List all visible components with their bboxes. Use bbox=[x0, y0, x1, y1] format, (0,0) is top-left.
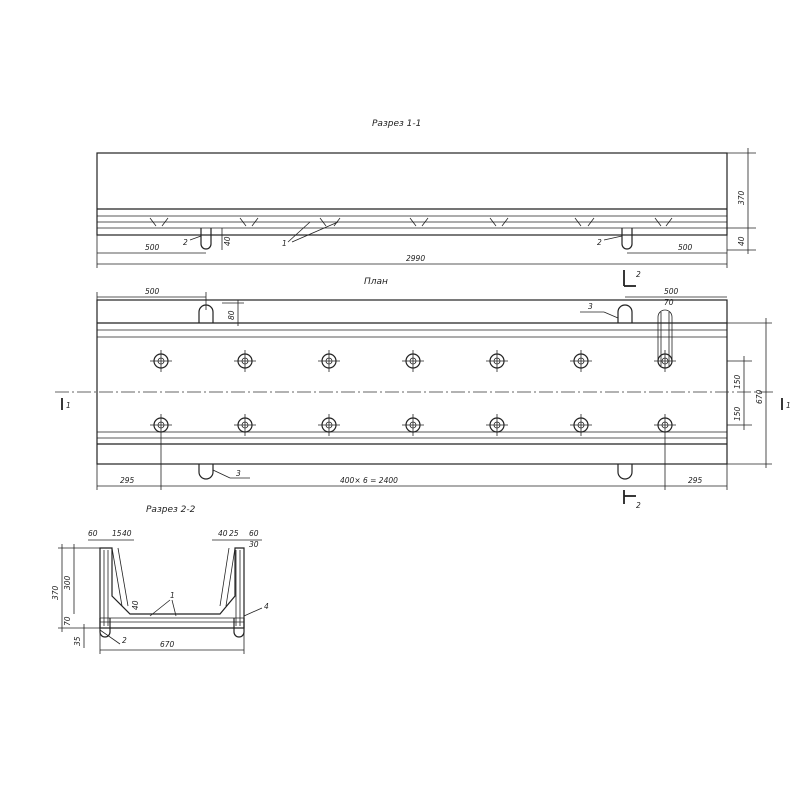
hole bbox=[402, 350, 424, 372]
s2-floor: 70 bbox=[63, 616, 72, 626]
plan-outline bbox=[96, 299, 728, 465]
s2-floor-bottom: 35 bbox=[73, 636, 82, 646]
plan-right-edge: 295 bbox=[688, 476, 703, 485]
holes-top-row bbox=[150, 350, 676, 372]
plan-leader-3-bottom: 3 bbox=[236, 469, 241, 478]
lifting-loop-left bbox=[200, 228, 212, 250]
s2-leader-4: 4 bbox=[264, 602, 269, 611]
channel-profile bbox=[99, 547, 245, 629]
s2-dim-60-left: 60 bbox=[88, 529, 98, 538]
slot-right bbox=[657, 309, 673, 369]
hole bbox=[654, 350, 676, 372]
s2-leader-2: 2 bbox=[122, 636, 127, 645]
hole bbox=[486, 350, 508, 372]
s2-dim-25-right: 25 bbox=[229, 529, 239, 538]
plan-left-edge: 295 bbox=[120, 476, 135, 485]
s1-height-bottom: 40 bbox=[737, 236, 746, 246]
plan-slot-width: 70 bbox=[664, 298, 674, 307]
s2-height-inner: 300 bbox=[63, 575, 72, 590]
s1-height-total: 370 bbox=[737, 190, 746, 205]
s1-length: 2990 bbox=[406, 254, 425, 263]
section-2-2: Разрез 2-2 60 15 40 40 25 60 30 370 300 bbox=[51, 505, 269, 654]
holes-bottom-row bbox=[150, 414, 676, 436]
plan-loop-bottom-right bbox=[617, 464, 633, 480]
s2-dim-30-right: 30 bbox=[249, 540, 259, 549]
hole bbox=[150, 350, 172, 372]
section-2-title: Разрез 2-2 bbox=[146, 505, 196, 515]
s2-dim-40-left: 40 bbox=[122, 529, 132, 538]
plan-leader-3-top: 3 bbox=[588, 302, 593, 311]
plan-half-width-bottom: 150 bbox=[733, 406, 742, 421]
s1-left-offset: 500 bbox=[145, 243, 160, 252]
hole bbox=[402, 414, 424, 436]
plan-loop-bottom-left bbox=[198, 464, 214, 480]
hole bbox=[570, 414, 592, 436]
s2-leader-1: 1 bbox=[170, 591, 175, 600]
s1-right-offset: 500 bbox=[678, 243, 693, 252]
hole bbox=[150, 414, 172, 436]
plan-top-left-offset: 500 bbox=[145, 287, 160, 296]
s2-dim-15-left: 15 bbox=[112, 529, 122, 538]
s2-width: 670 bbox=[160, 640, 175, 649]
cut-mark-1-left-label: 1 bbox=[66, 401, 71, 410]
section-1-1: Разрез 1-1 370 40 40 500 bbox=[96, 119, 756, 268]
hole bbox=[318, 414, 340, 436]
hole bbox=[234, 414, 256, 436]
plan-slot-depth: 80 bbox=[227, 310, 236, 320]
reinforcement-marks bbox=[149, 217, 673, 227]
plan-half-width-top: 150 bbox=[733, 374, 742, 389]
plan-view: План bbox=[55, 270, 791, 510]
hole bbox=[654, 414, 676, 436]
s2-dim-60-right: 60 bbox=[249, 529, 259, 538]
plan-overall-width: 670 bbox=[755, 389, 764, 404]
lifting-loop-right bbox=[621, 228, 633, 250]
cut-mark-2-top-label: 2 bbox=[636, 270, 641, 279]
s2-rib: 40 bbox=[131, 600, 140, 610]
plan-title: План bbox=[364, 277, 388, 287]
s1-leader-2-left: 2 bbox=[183, 238, 188, 247]
plan-top-right-offset: 500 bbox=[664, 287, 679, 296]
hole bbox=[234, 350, 256, 372]
plan-loop-top-right bbox=[617, 304, 633, 323]
cut-mark-2-bottom-label: 2 bbox=[636, 501, 641, 510]
s1-leader-2-right: 2 bbox=[597, 238, 602, 247]
section-1-title: Разрез 1-1 bbox=[372, 119, 421, 129]
s1-rib-height: 40 bbox=[223, 236, 232, 246]
plan-spacing: 400× 6 = 2400 bbox=[340, 476, 398, 485]
s2-height-total: 370 bbox=[51, 585, 60, 600]
s2-dim-40-right: 40 bbox=[218, 529, 228, 538]
s1-leader-1: 1 bbox=[282, 239, 287, 248]
section-1-outline bbox=[96, 152, 728, 236]
hole bbox=[570, 350, 592, 372]
cut-mark-1-right-label: 1 bbox=[786, 401, 791, 410]
hole bbox=[318, 350, 340, 372]
hole bbox=[486, 414, 508, 436]
